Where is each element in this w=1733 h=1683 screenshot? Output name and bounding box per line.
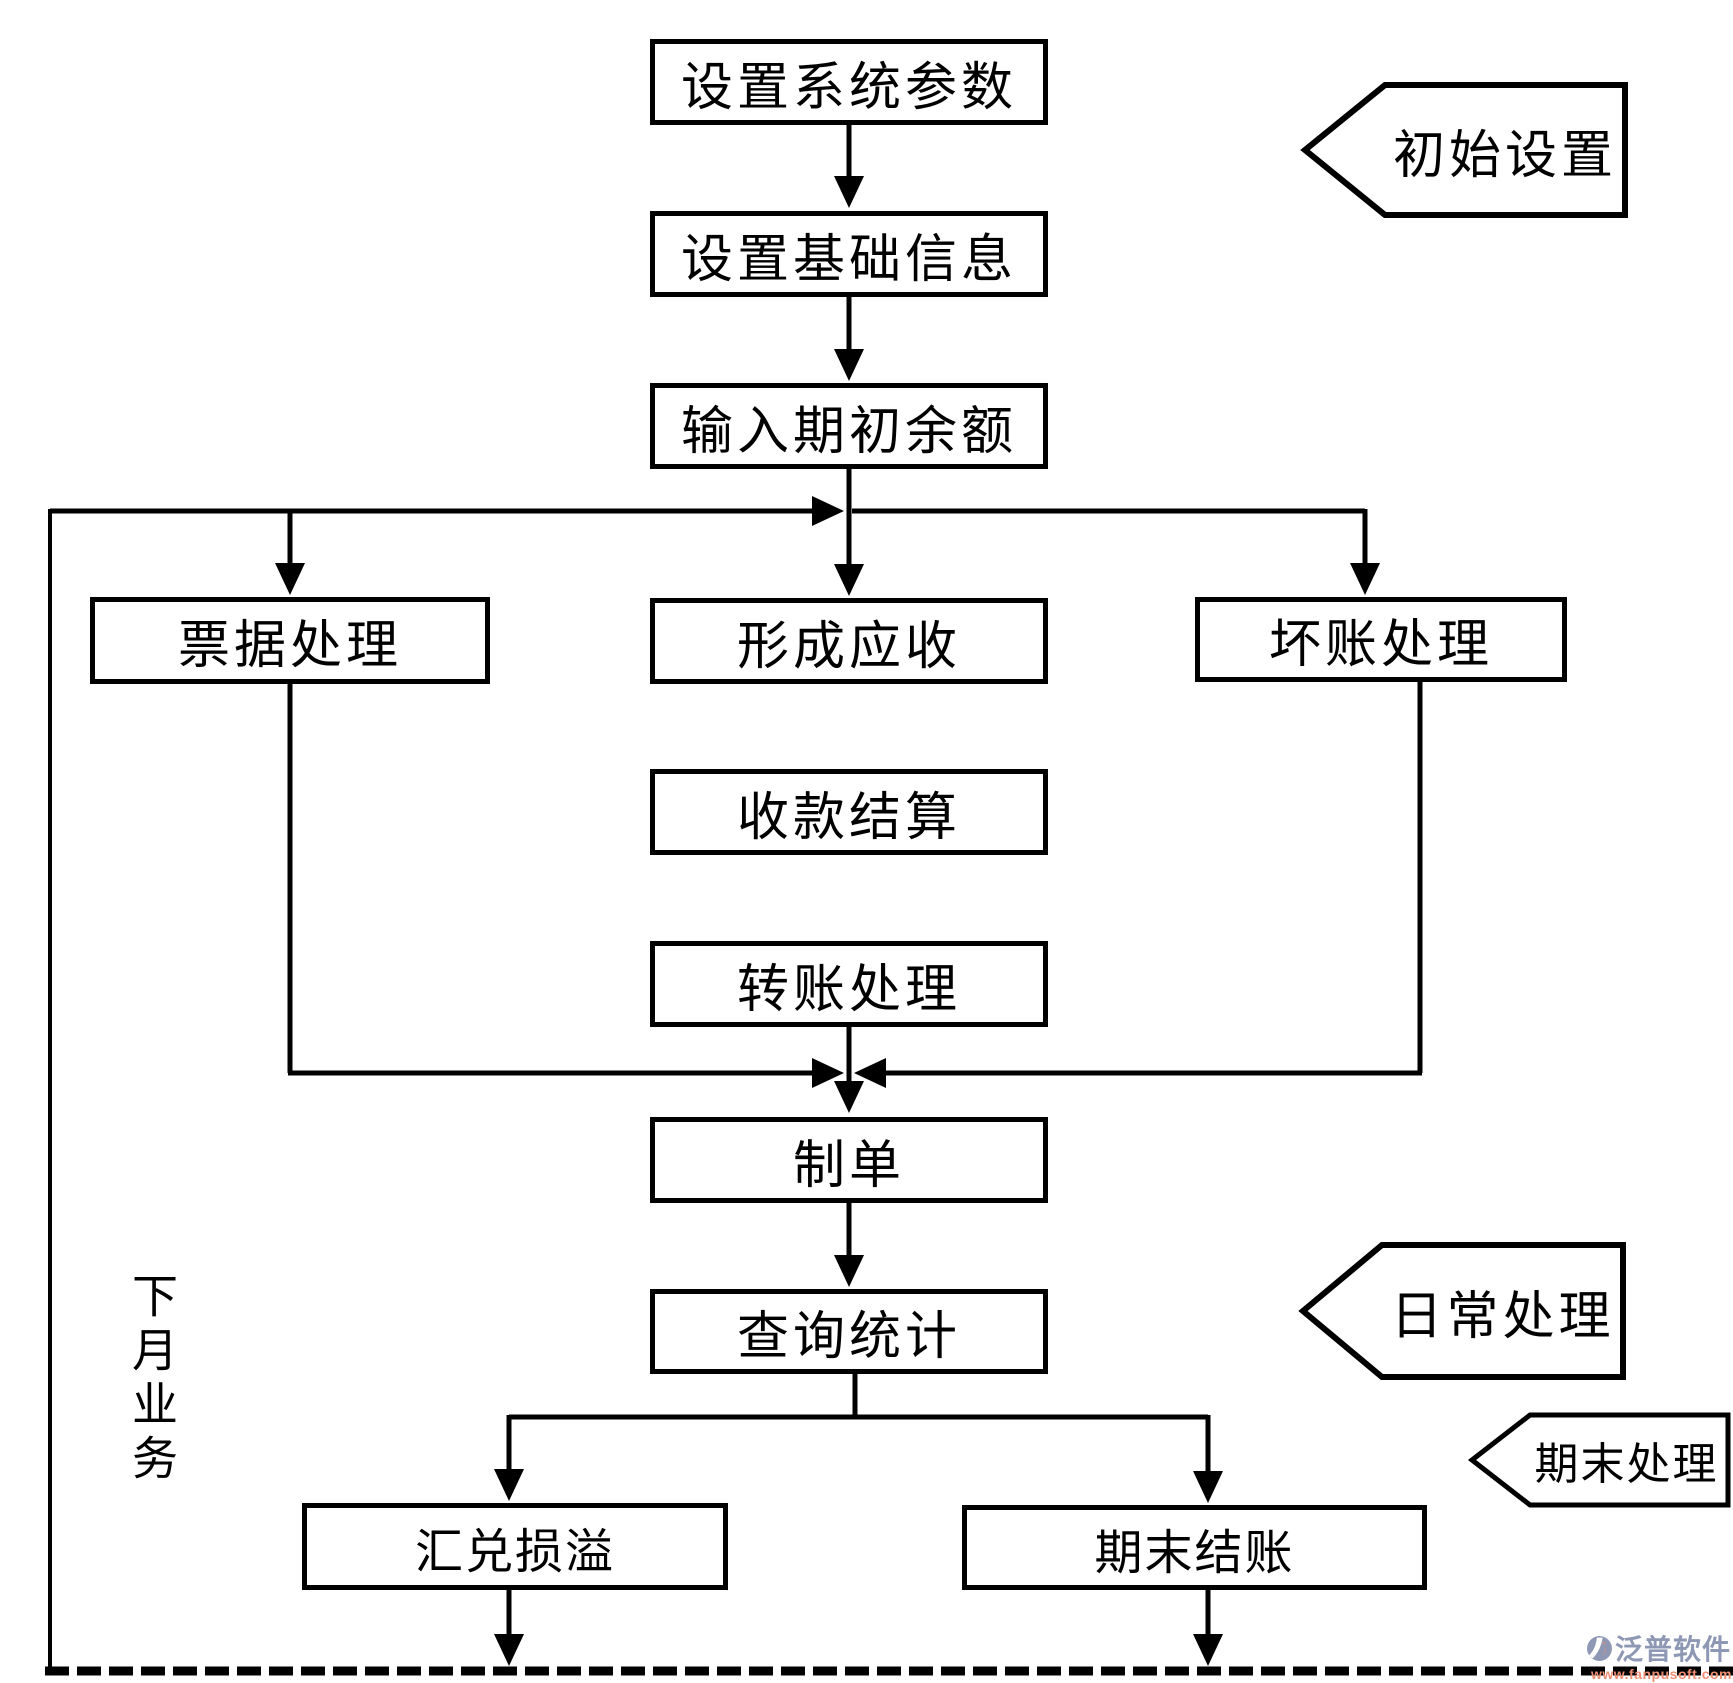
stage-label-text: 初始设置 <box>1392 127 1617 185</box>
node-label: 收款结算 <box>736 789 961 847</box>
node-label: 输入期初余额 <box>680 403 1017 461</box>
node-label: 汇兑损溢 <box>414 1525 615 1579</box>
edge-loop-top <box>50 496 1365 526</box>
node-label: 设置基础信息 <box>680 231 1017 289</box>
node-label: 形成应收 <box>736 618 961 676</box>
node-label: 制单 <box>792 1137 905 1195</box>
edge-bill-to-merge <box>287 682 844 1088</box>
stage-label-daily-processing: 日常处理 <box>1382 1245 1623 1377</box>
node-bill-processing: 票据处理 <box>90 597 490 684</box>
node-query-statistics: 查询统计 <box>650 1289 1048 1374</box>
fanpu-logo-icon <box>1587 1635 1612 1661</box>
stage-label-text: 日常处理 <box>1390 1288 1615 1346</box>
node-period-end-closing: 期末结账 <box>962 1505 1427 1590</box>
node-exchange-gain-loss: 汇兑损溢 <box>302 1503 728 1590</box>
next-month-loop-label: 下月业务 <box>126 1272 177 1488</box>
node-label: 坏账处理 <box>1268 617 1493 674</box>
edge-branch-to-exchange <box>494 1415 524 1501</box>
stage-flag-daily-processing <box>1298 1242 1626 1380</box>
node-bad-debt-processing: 坏账处理 <box>1195 597 1567 682</box>
node-voucher-creation: 制单 <box>650 1117 1048 1203</box>
edge-exchange-to-loop <box>494 1588 524 1666</box>
watermark-url: www.fanpusoft.com <box>1591 1666 1732 1682</box>
watermark: 泛普软件 www.fanpusoft.com <box>1586 1628 1732 1682</box>
node-payment-settlement: 收款结算 <box>650 769 1048 855</box>
edge-basicinfo-to-balance <box>834 295 864 381</box>
node-set-basic-info: 设置基础信息 <box>650 211 1048 297</box>
watermark-brand: 泛普软件 <box>1615 1634 1732 1665</box>
edge-top-to-bill <box>275 511 305 595</box>
edge-params-to-basicinfo <box>834 123 864 208</box>
edge-branch-to-closing <box>1193 1415 1223 1503</box>
edge-transfer-to-voucher <box>834 1025 864 1113</box>
stage-flag-period-end <box>1467 1412 1731 1508</box>
stage-label-initial-setup: 初始设置 <box>1385 85 1625 215</box>
node-label: 期末结账 <box>1094 1526 1295 1580</box>
stage-label-text: 期末处理 <box>1534 1440 1719 1489</box>
edge-closing-to-loop <box>1193 1588 1223 1666</box>
stage-flag-initial-setup <box>1300 82 1628 218</box>
node-set-system-params: 设置系统参数 <box>650 39 1048 125</box>
edge-top-to-baddebt <box>1350 509 1380 595</box>
node-label: 设置系统参数 <box>680 59 1017 117</box>
edge-balance-to-receivables <box>834 467 864 596</box>
edge-query-to-branch <box>509 1372 1208 1420</box>
edge-baddebt-to-merge <box>854 680 1423 1088</box>
stage-label-period-end: 期末处理 <box>1525 1415 1728 1505</box>
node-transfer-processing: 转账处理 <box>650 941 1048 1027</box>
node-label: 票据处理 <box>177 618 402 675</box>
edge-voucher-to-query <box>834 1201 864 1287</box>
node-form-receivables: 形成应收 <box>650 598 1048 684</box>
node-label: 查询统计 <box>736 1309 961 1366</box>
node-label: 转账处理 <box>736 961 961 1019</box>
node-enter-opening-balance: 输入期初余额 <box>650 383 1048 469</box>
